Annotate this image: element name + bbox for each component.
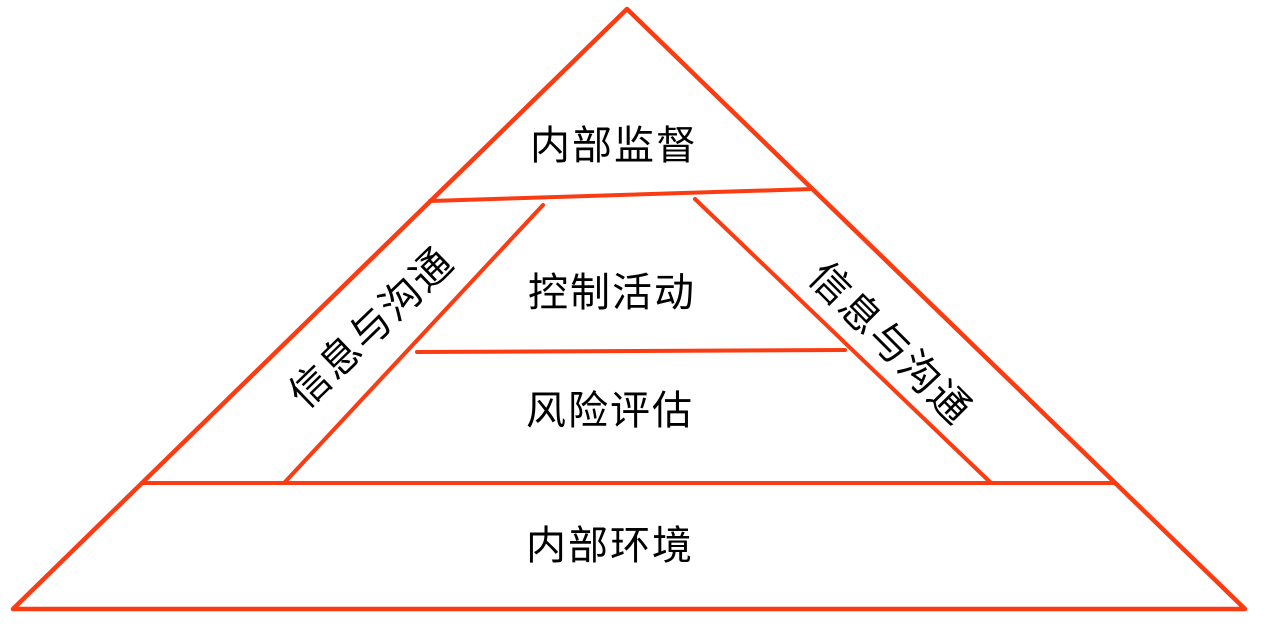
layer-label-internal-monitoring: 内部监督 [530, 123, 698, 168]
layer-label-control-activities: 控制活动 [528, 270, 696, 315]
right-channel-line [693, 197, 992, 484]
control-risk-divider-line [415, 348, 847, 354]
left-channel-line [283, 203, 545, 484]
layer-label-risk-assessment: 风险评估 [526, 388, 694, 433]
layer-label-internal-environment: 内部环境 [526, 523, 694, 568]
monitoring-divider-line [428, 187, 814, 203]
pyramid-outline [10, 6, 1248, 612]
